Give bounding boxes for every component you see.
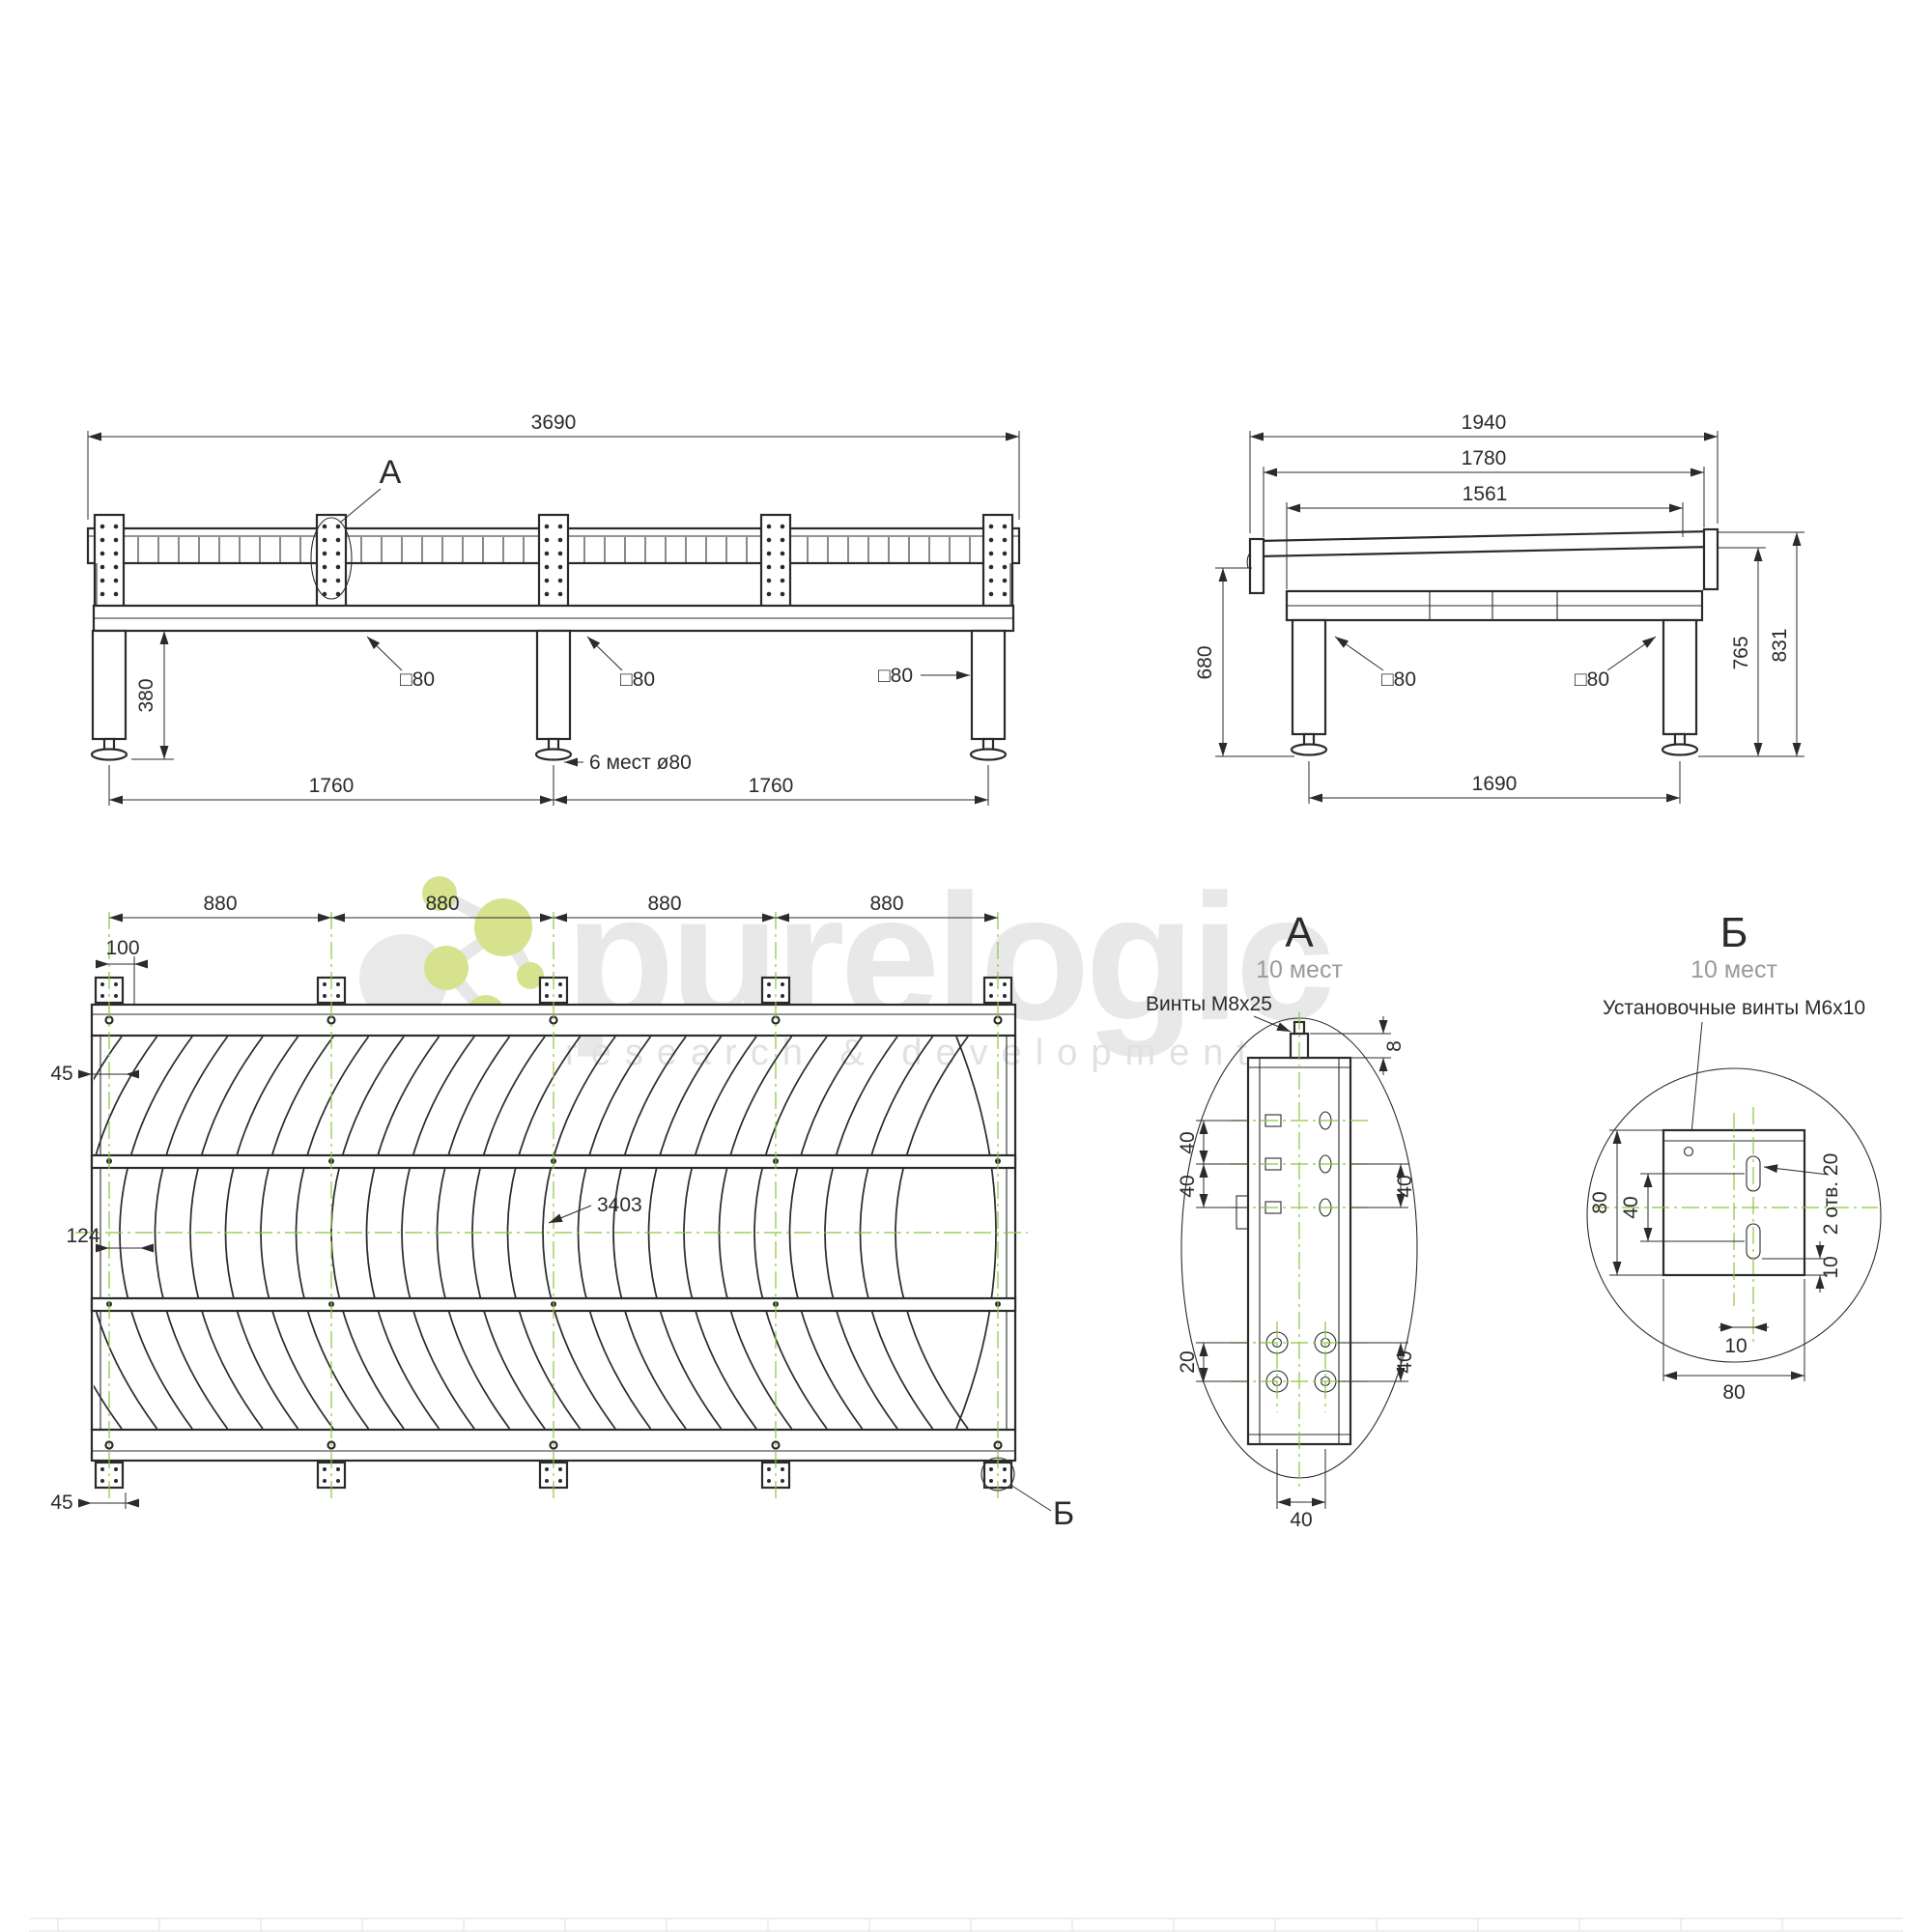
plan-dim-edge-bottom: 45 xyxy=(50,1492,72,1514)
front-legs xyxy=(90,629,1008,761)
detail-a-dim-right-1: 40 xyxy=(1394,1175,1416,1197)
detail-a-dim-right-2: 40 xyxy=(1394,1350,1416,1373)
front-dim-span-right: 1760 xyxy=(749,775,794,797)
front-dim-span-left: 1760 xyxy=(309,775,355,797)
front-dim-overall: 3690 xyxy=(531,412,577,434)
front-note-holes: 6 мест ø80 xyxy=(589,752,692,774)
front-mounting-posts xyxy=(93,513,1014,610)
detail-a-note: Винты М8х25 xyxy=(1146,993,1272,1015)
side-dim-base: 1690 xyxy=(1472,773,1518,795)
detail-b-dim-holes: 2 отв. 20 xyxy=(1820,1153,1842,1236)
side-dim-height-right: 831 xyxy=(1769,628,1791,662)
detail-view-a: А 10 мест Винты М8х25 8 40 40 xyxy=(1146,909,1418,1531)
detail-a-dim-screw: 8 xyxy=(1383,1040,1406,1052)
side-dim-square-left: □80 xyxy=(1381,668,1416,691)
detail-b-title: Б xyxy=(1720,909,1748,956)
side-dim-height-mid: 765 xyxy=(1730,636,1752,669)
front-dim-square-3: □80 xyxy=(878,665,913,687)
detail-b-dim-edge: 10 xyxy=(1820,1256,1842,1278)
detail-a-subtitle: 10 мест xyxy=(1256,956,1343,983)
plan-callout-b-circle xyxy=(980,1457,1015,1492)
detail-b-dim-width: 80 xyxy=(1722,1381,1745,1404)
detail-b-note: Установочные винты М6х10 xyxy=(1603,997,1865,1019)
side-dim-height-left: 680 xyxy=(1194,645,1216,679)
detail-b-dim-offset: 10 xyxy=(1724,1335,1747,1357)
plan-dim-arc-length: 3403 xyxy=(597,1194,642,1216)
plan-dim-edge-top: 45 xyxy=(50,1063,72,1085)
plan-dim-bay-2: 880 xyxy=(425,893,459,915)
side-dim-mid: 1780 xyxy=(1462,447,1507,469)
watermark-tagline: research & development xyxy=(565,1033,1261,1073)
front-dim-square-2: □80 xyxy=(620,668,655,691)
plan-callout-b-label: Б xyxy=(1053,1495,1074,1532)
plan-dim-bay-3: 880 xyxy=(647,893,681,915)
detail-b-dim-height: 80 xyxy=(1589,1191,1611,1213)
front-view: А 3690 380 □80 □80 □80 6 мест ø80 1760 1… xyxy=(86,412,1021,806)
watermark: purelogic research & development xyxy=(359,858,1335,1073)
detail-a-dim-bottom: 40 xyxy=(1290,1509,1312,1531)
plan-dim-rib-spacing: 124 xyxy=(66,1225,99,1247)
detail-a-dim-left-2: 40 xyxy=(1177,1175,1199,1197)
detail-a-dim-left-3: 20 xyxy=(1177,1350,1199,1373)
plan-view: 880 880 880 880 100 45 124 3403 45 Б xyxy=(50,893,1074,1532)
detail-b-set-screw-hole xyxy=(1683,1146,1694,1157)
plan-centerlines xyxy=(108,912,999,1503)
plan-dim-bay-4: 880 xyxy=(869,893,903,915)
detail-b-dim-slot-span: 40 xyxy=(1620,1196,1642,1218)
front-dim-leg-height: 380 xyxy=(135,678,157,712)
detail-a-dim-left-1: 40 xyxy=(1177,1131,1199,1153)
detail-b-subtitle: 10 мест xyxy=(1690,956,1777,983)
front-dim-square-1: □80 xyxy=(400,668,435,691)
plan-dim-offset: 100 xyxy=(105,937,139,959)
front-callout-a-circle xyxy=(310,517,353,600)
detail-a-title: А xyxy=(1285,909,1314,956)
side-dim-square-right: □80 xyxy=(1575,668,1609,691)
bottom-table-crop xyxy=(29,1918,1903,1932)
side-dim-inner: 1561 xyxy=(1463,483,1508,505)
side-legs xyxy=(1290,618,1699,756)
side-dim-overall: 1940 xyxy=(1462,412,1507,434)
plan-dim-bay-1: 880 xyxy=(203,893,237,915)
detail-b-boundary xyxy=(1586,1067,1882,1363)
front-callout-a-label: А xyxy=(380,454,402,491)
detail-view-b: Б 10 мест Установочные винты М6х10 80 40… xyxy=(1586,909,1882,1404)
side-view: 1940 1780 1561 680 765 831 1690 □80 xyxy=(1194,412,1804,804)
